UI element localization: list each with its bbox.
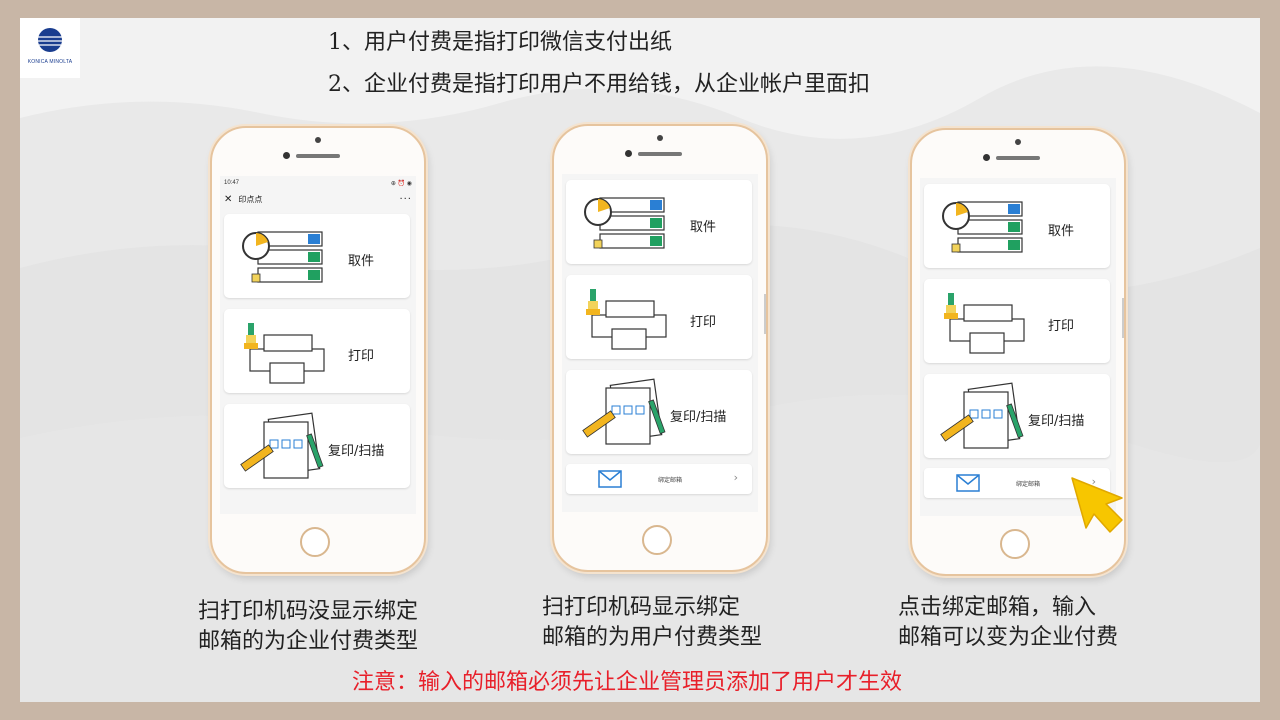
note-line-2: 2、企业付费是指打印用户不用给钱，从企业帐户里面扣: [328, 72, 870, 97]
speaker-icon: [996, 156, 1040, 160]
status-icons: ⊕ ⏰ ◉: [390, 180, 412, 187]
card-label-copy-scan: 复印/扫描: [1028, 414, 1085, 429]
card-label-pickup: 取件: [1048, 224, 1075, 239]
caption-2-line-2: 邮箱的为用户付费类型: [542, 625, 763, 650]
bind-email-label: 绑定邮箱: [658, 477, 683, 484]
envelope-icon: [956, 474, 980, 492]
bind-email-label: 绑定邮箱: [1016, 481, 1041, 488]
status-bar: 10:47 ⊕ ⏰ ◉: [220, 176, 416, 190]
pointer-arrow-icon: [1071, 477, 1123, 533]
copy-scan-illustration-icon: [240, 412, 324, 479]
card-print[interactable]: 打印: [566, 275, 752, 359]
card-label-print: 打印: [348, 349, 375, 364]
more-menu-icon[interactable]: ···: [399, 193, 412, 205]
side-button-icon: [1122, 298, 1124, 338]
card-label-copy-scan: 复印/扫描: [670, 410, 727, 425]
card-pickup[interactable]: 取件: [924, 184, 1110, 268]
chevron-right-icon: ›: [733, 471, 738, 484]
sensor-icon: [983, 154, 990, 161]
mini-program-titlebar: ✕ 印点点 ···: [220, 190, 416, 208]
front-camera-icon: [657, 135, 663, 141]
phone-screen-1: 10:47 ⊕ ⏰ ◉ ✕ 印点点 ···: [220, 176, 416, 514]
copy-scan-illustration-icon: [582, 378, 666, 445]
bind-email-row[interactable]: 绑定邮箱 ›: [566, 464, 752, 494]
card-copy-scan[interactable]: 复印/扫描: [224, 404, 410, 488]
printer-illustration-icon: [244, 323, 325, 384]
card-print[interactable]: 打印: [924, 279, 1110, 363]
card-label-copy-scan: 复印/扫描: [328, 444, 385, 459]
caption-2: 扫打印机码显示绑定 邮箱的为用户付费类型: [542, 593, 762, 653]
card-pickup[interactable]: 取件: [224, 214, 410, 298]
caption-1: 扫打印机码没显示绑定 邮箱的为企业付费类型: [198, 597, 418, 657]
printer-illustration-icon: [944, 293, 1025, 354]
caption-3-line-1: 点击绑定邮箱，输入: [898, 595, 1097, 620]
pickup-illustration-icon: [584, 197, 665, 249]
envelope-icon: [598, 470, 622, 488]
caption-2-line-1: 扫打印机码显示绑定: [542, 595, 741, 620]
close-icon[interactable]: ✕: [224, 193, 233, 205]
phone-mockup-3: 取件 打印: [910, 128, 1126, 576]
card-label-print: 打印: [690, 315, 717, 330]
chevron-right-icon: ›: [1091, 475, 1096, 488]
card-label-pickup: 取件: [690, 220, 717, 235]
status-time: 10:47: [224, 180, 240, 186]
card-pickup[interactable]: 取件: [566, 180, 752, 264]
phone-screen-3: 取件 打印: [920, 178, 1116, 516]
note-line-1: 1、用户付费是指打印微信支付出纸: [328, 30, 672, 55]
card-copy-scan[interactable]: 复印/扫描: [924, 374, 1110, 458]
caption-1-line-1: 扫打印机码没显示绑定: [198, 599, 419, 624]
pickup-illustration-icon: [942, 201, 1023, 253]
side-button-icon: [764, 294, 766, 334]
logo-text: KONICA MINOLTA: [27, 59, 73, 65]
copy-scan-illustration-icon: [940, 382, 1024, 449]
sensor-icon: [283, 152, 290, 159]
caption-3: 点击绑定邮箱，输入 邮箱可以变为企业付费: [898, 593, 1118, 653]
home-button-icon: [642, 525, 672, 555]
printer-illustration-icon: [586, 289, 667, 350]
card-print[interactable]: 打印: [224, 309, 410, 393]
phone-screen-2: 取件 打印: [562, 174, 758, 512]
phone-mockup-2: 取件 打印: [552, 124, 768, 572]
warning-note: 注意：输入的邮箱必须先让企业管理员添加了用户才生效: [352, 670, 903, 695]
card-label-print: 打印: [1048, 319, 1075, 334]
phone-mockup-1: 10:47 ⊕ ⏰ ◉ ✕ 印点点 ···: [210, 126, 426, 574]
sensor-icon: [625, 150, 632, 157]
speaker-icon: [296, 154, 340, 158]
card-copy-scan[interactable]: 复印/扫描: [566, 370, 752, 454]
app-title: 印点点: [238, 194, 263, 204]
card-label-pickup: 取件: [348, 254, 375, 269]
front-camera-icon: [1015, 139, 1021, 145]
caption-1-line-2: 邮箱的为企业付费类型: [198, 629, 419, 654]
pickup-illustration-icon: [242, 231, 323, 283]
home-button-icon: [1000, 529, 1030, 559]
konica-minolta-logo-icon: [38, 28, 62, 52]
home-button-icon: [300, 527, 330, 557]
speaker-icon: [638, 152, 682, 156]
front-camera-icon: [315, 137, 321, 143]
brand-logo: KONICA MINOLTA: [20, 18, 80, 78]
slide: KONICA MINOLTA 1、用户付费是指打印微信支付出纸 2、企业付费是指…: [20, 18, 1260, 702]
caption-3-line-2: 邮箱可以变为企业付费: [898, 625, 1119, 650]
